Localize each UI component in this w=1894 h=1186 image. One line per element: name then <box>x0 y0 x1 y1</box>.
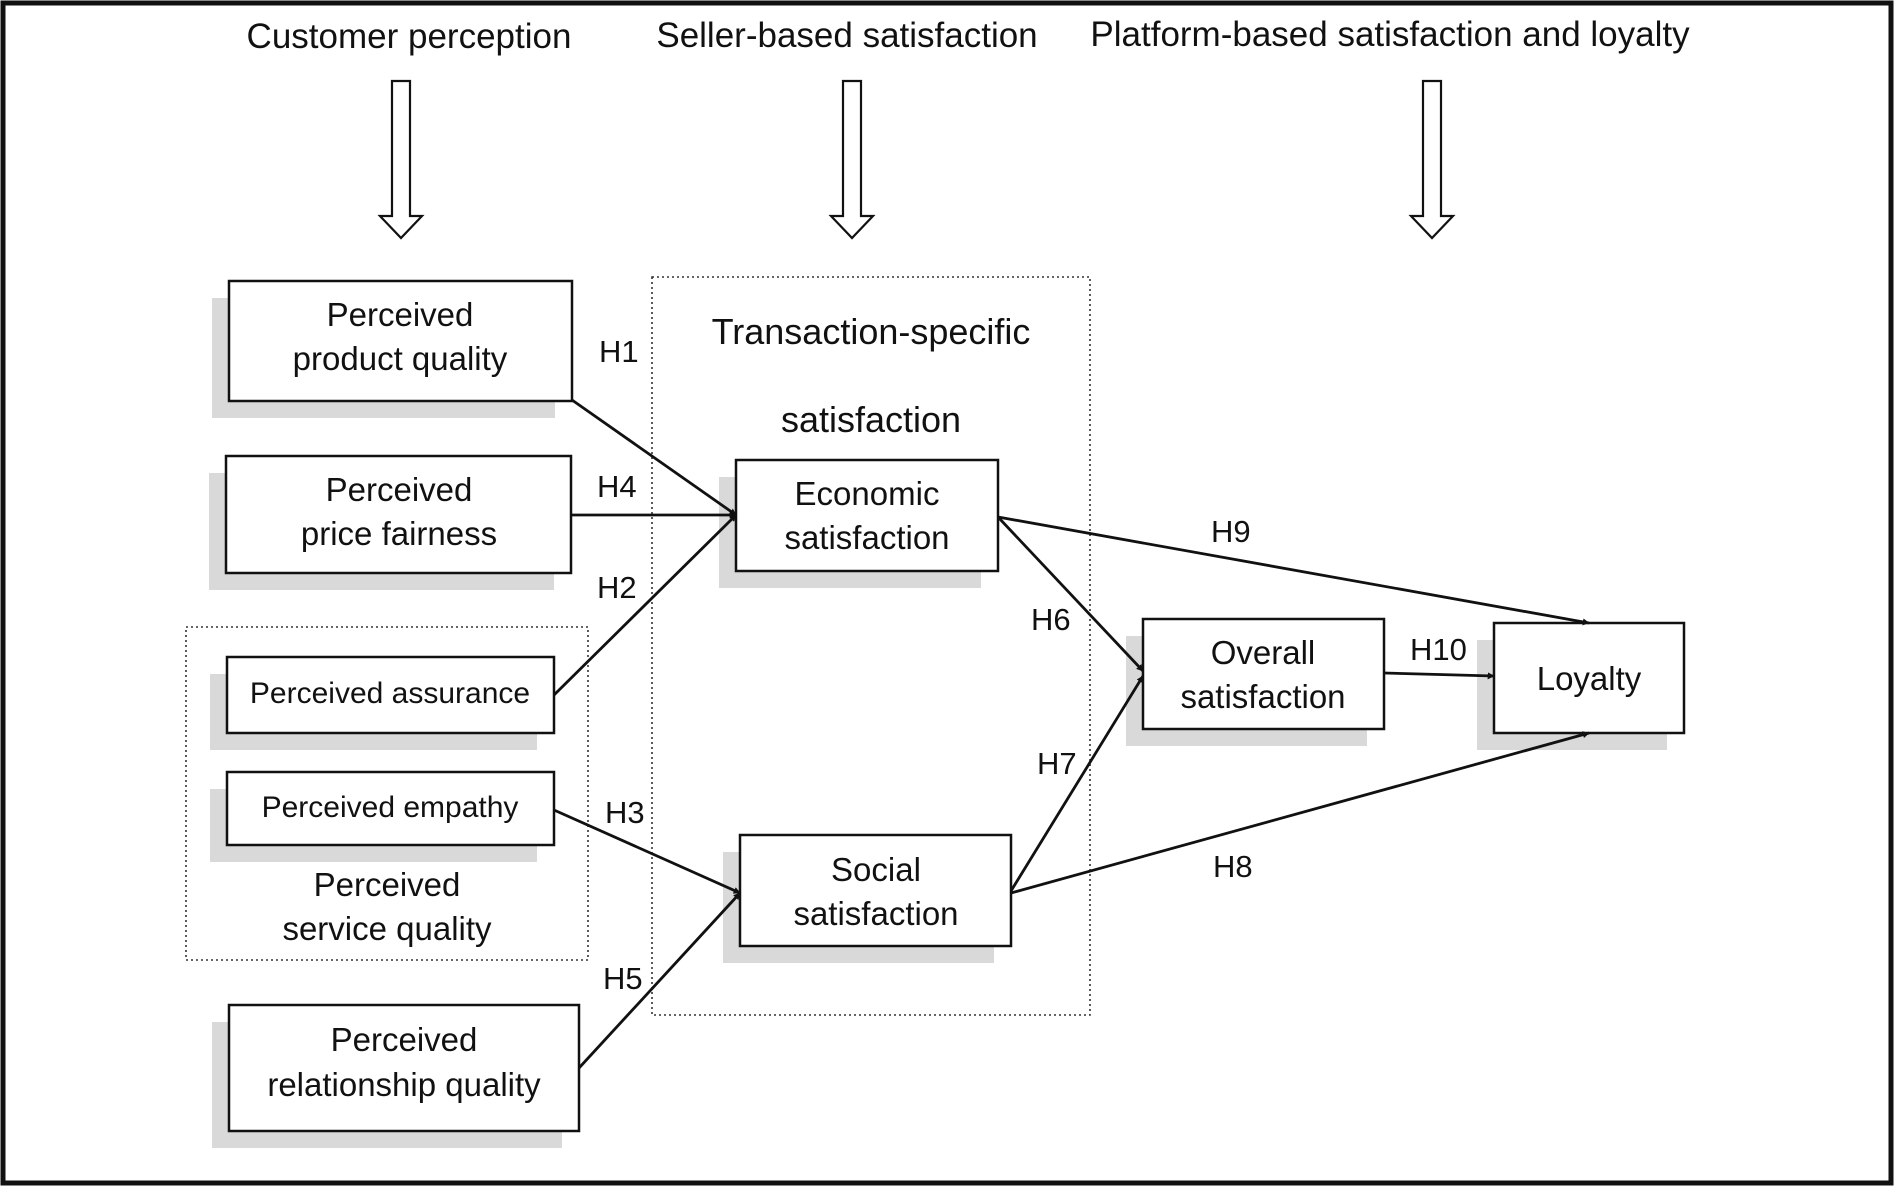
node-label: Perceived <box>326 471 473 508</box>
node-perceived-relationship-quality: Perceived relationship quality <box>212 1003 581 1148</box>
transaction-specific-satisfaction-group <box>651 276 1091 1016</box>
node-label: satisfaction <box>793 895 958 932</box>
node-loyalty: Loyalty <box>1477 621 1686 750</box>
label-h8: H8 <box>1213 849 1253 884</box>
path-h3 <box>553 808 741 895</box>
node-label: price fairness <box>301 515 497 552</box>
label-h4: H4 <box>597 469 637 504</box>
down-arrow-icon <box>377 79 425 240</box>
node-overall-satisfaction: Overall satisfaction <box>1126 617 1386 746</box>
node-label: product quality <box>293 340 508 377</box>
header-seller-based-satisfaction: Seller-based satisfaction <box>656 16 1037 55</box>
node-label: relationship quality <box>267 1066 541 1103</box>
label-h10: H10 <box>1410 632 1467 667</box>
path-h8 <box>1010 731 1590 895</box>
label-h5: H5 <box>603 961 643 996</box>
node-perceived-price-fairness: Perceived price fairness <box>209 454 573 590</box>
service-quality-label-line2: service quality <box>282 910 492 947</box>
service-quality-group <box>185 626 589 961</box>
node-label: Social <box>831 851 921 888</box>
node-perceived-assurance: Perceived assurance <box>210 655 556 750</box>
header-customer-perception: Customer perception <box>247 17 572 56</box>
service-quality-label-line1: Perceived <box>314 866 461 903</box>
path-h10 <box>1383 671 1495 680</box>
transaction-specific-label: Transaction-specific <box>712 311 1031 352</box>
label-h6: H6 <box>1031 602 1071 637</box>
label-h9: H9 <box>1211 514 1251 549</box>
label-h2: H2 <box>597 570 637 605</box>
path-h6 <box>996 516 1145 672</box>
node-label: Economic <box>795 475 940 512</box>
path-h2 <box>553 514 737 696</box>
path-h5 <box>577 892 742 1069</box>
label-h1: H1 <box>599 334 639 369</box>
node-label: Perceived empathy <box>262 791 519 824</box>
path-h9 <box>997 515 1590 626</box>
down-arrow-icon <box>1408 79 1456 240</box>
path-h1 <box>571 398 737 517</box>
node-perceived-product-quality: Perceived product quality <box>212 279 574 418</box>
node-label: Perceived assurance <box>250 677 530 710</box>
header-platform-based-satisfaction: Platform-based satisfaction and loyalty <box>1090 15 1690 54</box>
node-label: satisfaction <box>784 519 949 556</box>
node-label: Perceived <box>327 296 474 333</box>
path-h7 <box>1009 675 1145 892</box>
down-arrow-icon <box>828 79 876 240</box>
node-label: satisfaction <box>1180 678 1345 715</box>
label-h3: H3 <box>605 795 645 830</box>
node-label: Perceived <box>331 1021 478 1058</box>
node-perceived-empathy: Perceived empathy <box>210 770 556 862</box>
label-h7: H7 <box>1037 746 1077 781</box>
node-label: Loyalty <box>1537 660 1642 697</box>
transaction-satisfaction-label: satisfaction <box>781 399 961 440</box>
node-label: Overall <box>1211 634 1316 671</box>
node-economic-satisfaction: Economic satisfaction <box>719 458 1000 588</box>
node-social-satisfaction: Social satisfaction <box>723 833 1013 963</box>
